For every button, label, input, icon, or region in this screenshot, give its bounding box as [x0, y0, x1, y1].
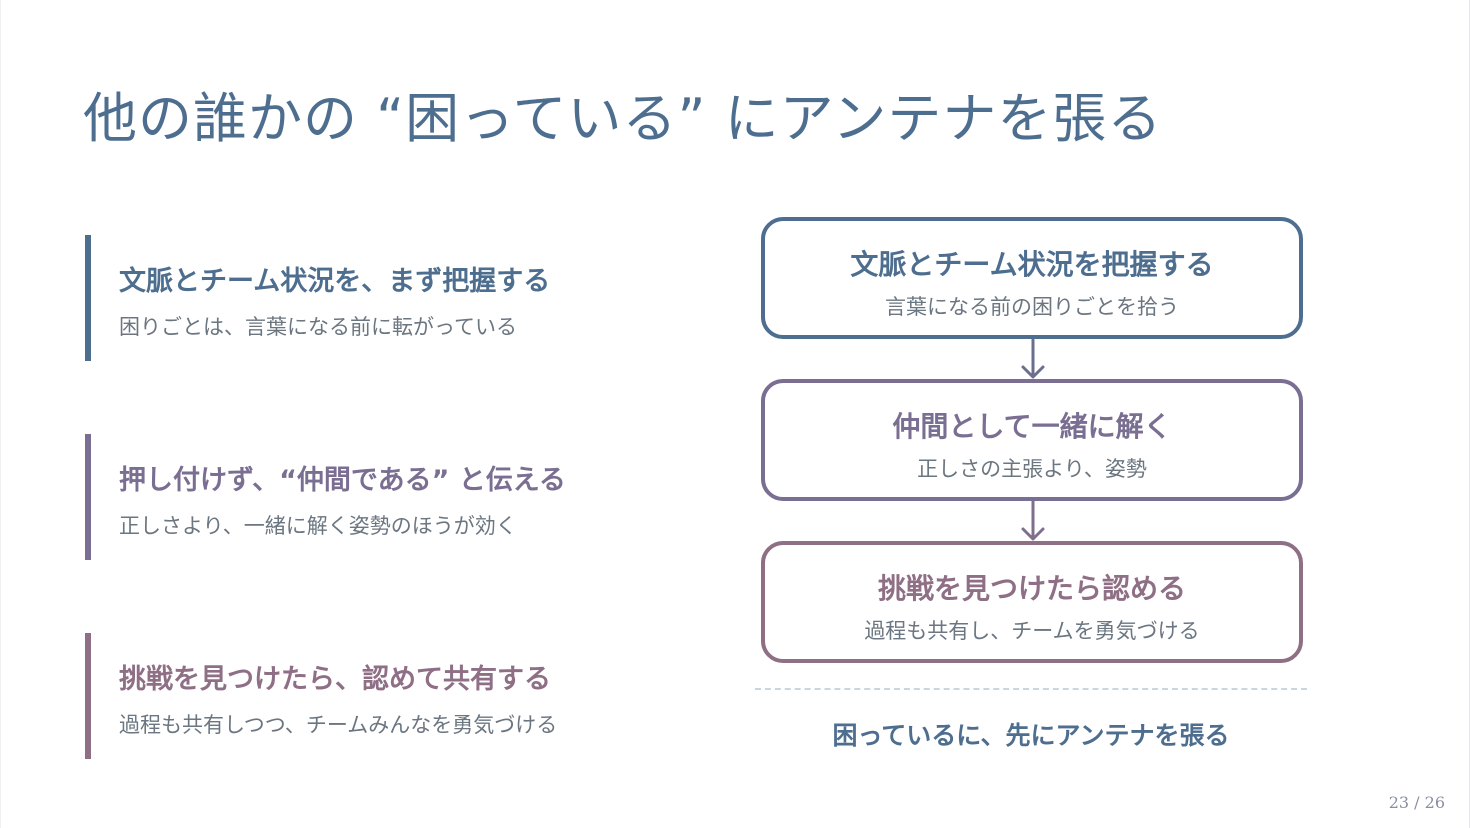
point-subtitle: 困りごとは、言葉になる前に転がっている	[119, 315, 517, 339]
flow-box-title: 文脈とチーム状況を把握する	[850, 248, 1214, 281]
flow-box-subtitle: 過程も共有し、チームを勇気づける	[864, 619, 1200, 643]
point-context: 文脈とチーム状況を、まず把握する 困りごとは、言葉になる前に転がっている	[85, 235, 685, 361]
arrow-down-icon	[1021, 501, 1045, 541]
conclusion-text: 困っているに、先にアンテナを張る	[832, 721, 1230, 750]
page-number: 23 / 26	[1388, 793, 1445, 812]
point-subtitle: 過程も共有しつつ、チームみんなを勇気づける	[119, 713, 558, 737]
point-recognize: 挑戦を見つけたら、認めて共有する 過程も共有しつつ、チームみんなを勇気づける	[85, 633, 685, 759]
flow-box-context: 文脈とチーム状況を把握する 言葉になる前の困りごとを拾う	[761, 217, 1303, 339]
point-title: 挑戦を見つけたら、認めて共有する	[119, 664, 551, 695]
point-title: 押し付けず、“仲間である” と伝える	[119, 465, 566, 496]
arrow-down-icon	[1021, 339, 1045, 379]
flow-box-subtitle: 正しさの主張より、姿勢	[917, 457, 1147, 481]
point-title: 文脈とチーム状況を、まず把握する	[119, 266, 551, 297]
slide-title: 他の誰かの “困っている” にアンテナを張る	[83, 87, 1163, 150]
flow-box-recognize: 挑戦を見つけたら認める 過程も共有し、チームを勇気づける	[761, 541, 1303, 663]
point-partner: 押し付けず、“仲間である” と伝える 正しさより、一緒に解く姿勢のほうが効く	[85, 434, 685, 560]
divider	[755, 688, 1307, 690]
flow-box-title: 仲間として一緒に解く	[892, 410, 1172, 443]
point-subtitle: 正しさより、一緒に解く姿勢のほうが効く	[119, 514, 517, 538]
flow-box-subtitle: 言葉になる前の困りごとを拾う	[885, 295, 1179, 319]
flow-box-partner: 仲間として一緒に解く 正しさの主張より、姿勢	[761, 379, 1303, 501]
flow-box-title: 挑戦を見つけたら認める	[877, 572, 1186, 605]
